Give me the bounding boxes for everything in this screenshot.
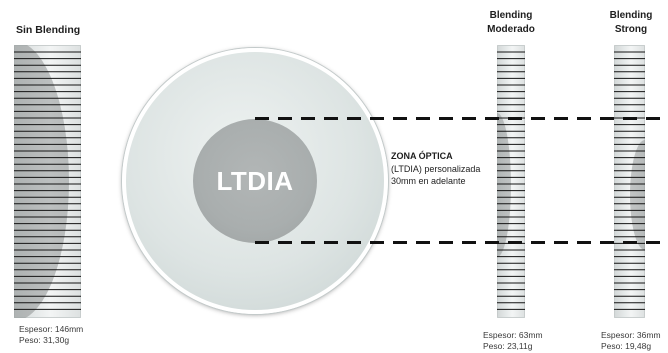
- blending-strong-title: Blending Strong: [594, 9, 668, 37]
- optical-zone-caption-line1: (LTDIA) personalizada: [391, 163, 481, 174]
- lens-thickness-shape: [497, 113, 511, 257]
- blending-moderado-title: Blending Moderado: [471, 9, 551, 37]
- lens-profile-graphic: [14, 45, 81, 318]
- sin-blending-title: Sin Blending: [16, 23, 80, 37]
- blending-moderado-title-line1: Blending: [489, 10, 533, 21]
- lens-profile-sin-blending: [14, 45, 81, 318]
- lens-thickness-shape: [630, 140, 645, 250]
- blending-strong-title-line1: Blending: [609, 10, 653, 21]
- optical-zone-caption: ZONA ÓPTICA (LTDIA) personalizada 30mm e…: [391, 150, 480, 188]
- blending-moderado-specs: Espesor: 63mm Peso: 23,11g: [483, 330, 543, 352]
- blending-strong-espesor: Espesor: 36mm: [601, 330, 661, 340]
- blending-moderado-title-line2: Moderado: [487, 24, 535, 35]
- lens-stripes: [14, 51, 81, 310]
- optical-zone-bottom-dashed-line: [255, 241, 668, 244]
- sin-blending-title-text: Sin Blending: [16, 24, 81, 36]
- lens-profile-blending-strong: [614, 45, 645, 318]
- optical-zone-caption-line2: 30mm en adelante: [391, 176, 466, 186]
- lens-profile-graphic: [614, 45, 645, 318]
- optical-zone-label: LTDIA: [216, 165, 294, 196]
- optical-zone-caption-title: ZONA ÓPTICA: [391, 151, 453, 161]
- lens-stripes: [614, 51, 645, 310]
- blending-moderado-peso: Peso: 23,11g: [483, 341, 533, 351]
- blending-strong-title-line2: Strong: [614, 24, 648, 35]
- blending-strong-specs: Espesor: 36mm Peso: 19,48g: [601, 330, 661, 352]
- sin-blending-specs: Espesor: 146mm Peso: 31,30g: [19, 324, 83, 346]
- blending-strong-peso: Peso: 19,48g: [601, 341, 652, 351]
- lens-profile-blending-moderado: [497, 45, 525, 318]
- sin-blending-peso: Peso: 31,30g: [19, 335, 70, 345]
- lens-stripes: [497, 51, 525, 310]
- optical-zone-circle: LTDIA: [193, 119, 317, 243]
- blending-moderado-espesor: Espesor: 63mm: [483, 330, 543, 340]
- sin-blending-espesor: Espesor: 146mm: [19, 324, 84, 334]
- lens-profile-graphic: [497, 45, 525, 318]
- optical-zone-top-dashed-line: [255, 117, 668, 120]
